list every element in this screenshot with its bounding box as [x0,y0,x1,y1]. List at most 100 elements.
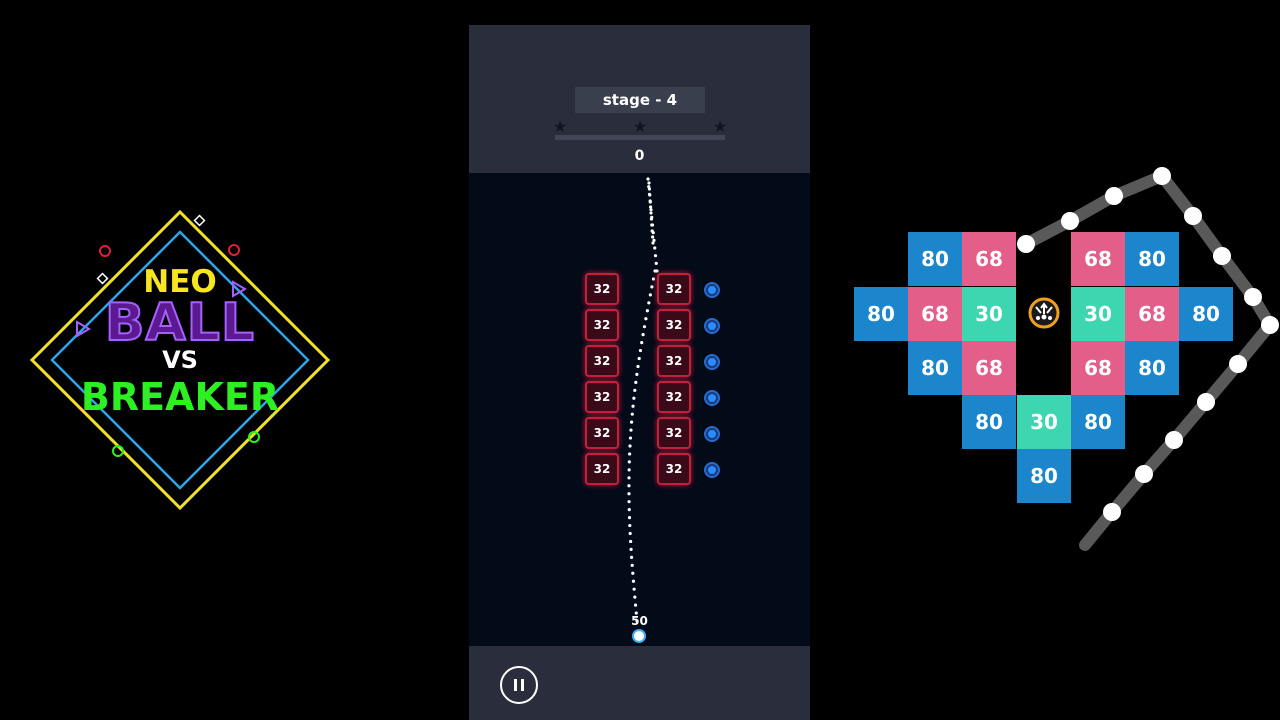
tile-blue: 80 [1017,449,1071,503]
ball [1229,355,1247,373]
ball-pickup-icon [706,464,718,476]
ball [1165,431,1183,449]
trajectory-dot [649,208,653,212]
trajectory-dot [633,595,637,599]
stage-progress-bar [555,135,725,140]
logo-diamond [193,214,206,227]
logo-dot-red [99,245,111,257]
trajectory-dot [630,563,634,567]
trajectory-dot [645,309,649,313]
brick: 32 [585,345,619,377]
trajectory-dot [649,211,653,215]
brick: 32 [585,453,619,485]
star-icon: ★ [552,117,568,136]
trajectory-dot [632,396,636,400]
trajectory-dot [637,356,641,361]
ball-pickup-icon [706,392,718,404]
trajectory-dot [636,364,640,369]
trajectory-dot [648,199,652,203]
pause-button[interactable] [500,666,538,704]
trajectory-dot [631,571,635,575]
tile-pink: 68 [1125,287,1179,341]
tile-blue: 80 [854,287,908,341]
ball [1213,247,1231,265]
trajectory-dot [646,177,650,181]
star-icon: ★ [712,117,728,136]
ball [1135,465,1153,483]
trajectory-dot [655,269,659,273]
tile-blue: 80 [1179,287,1233,341]
trajectory-dot [653,246,657,250]
logo-diamond [96,272,109,285]
trajectory-dot [628,531,632,536]
trajectory-dot [650,223,654,227]
game-logo: NEO BALL VS BREAKER [30,210,330,510]
ball-pickup-icon [706,356,718,368]
trajectory-dot [654,261,658,265]
brick: 32 [585,309,619,341]
logo-dot-green [112,445,124,457]
trajectory-dot [651,277,656,281]
brick: 32 [585,381,619,413]
trajectory-dot [634,611,638,615]
logo-word-neo: NEO [143,264,217,300]
trajectory-dot [631,404,635,408]
trajectory-dot [627,515,632,520]
ball [1103,503,1121,521]
launcher-ball[interactable] [632,629,646,643]
brick: 32 [657,309,691,341]
trajectory-dot [640,340,644,345]
trajectory-dot [627,484,631,488]
trajectory-dot [648,193,652,197]
split-arrows-icon [1028,297,1060,329]
trajectory-dot [647,187,651,191]
trajectory-dot [649,205,653,209]
trajectory-dot [628,436,633,440]
trajectory-dot [631,579,636,583]
trajectory-dot [642,325,647,329]
ball [1184,207,1202,225]
ball [1261,316,1279,334]
logo-dot-red [228,244,240,256]
ball-pickup-icon [706,284,718,296]
trajectory-dot [651,241,655,245]
pause-icon [514,679,517,691]
tile-pink: 68 [1071,232,1125,286]
logo-frame [30,210,330,510]
tile-pink: 68 [1071,341,1125,395]
ball [1105,187,1123,205]
trajectory-dot [648,293,652,297]
ball [1244,288,1262,306]
brick: 32 [657,273,691,305]
trajectory-dot [644,317,648,321]
logo-dot-green [248,431,260,443]
brick: 32 [657,381,691,413]
tile-blue: 80 [908,232,962,286]
trajectory-dot [627,492,631,496]
trajectory-dot [634,380,638,384]
star-icon: ★ [632,117,648,136]
logo-triangle [232,280,247,298]
tile-pink: 68 [962,232,1016,286]
stage-header: stage - 4 ★ ★ ★ 0 [469,25,810,173]
trajectory-dot [653,254,658,258]
brick: 32 [657,453,691,485]
trajectory-dot [635,372,639,377]
tile-blue: 80 [962,395,1016,449]
ball [1197,393,1215,411]
brick: 32 [657,345,691,377]
stage-label: stage - 4 [575,87,705,113]
trajectory-dot [629,539,633,544]
trajectory-dot [652,238,656,242]
tile-pink: 68 [908,287,962,341]
trajectory-dot [629,428,633,432]
trajectory-dot [650,285,654,289]
trajectory-dot [650,229,654,233]
trajectory-dot [633,388,637,392]
trajectory-dot [638,348,643,353]
tile-pink: 68 [962,341,1016,395]
ball-pickup-icon [706,320,718,332]
trajectory-dot [627,468,631,472]
